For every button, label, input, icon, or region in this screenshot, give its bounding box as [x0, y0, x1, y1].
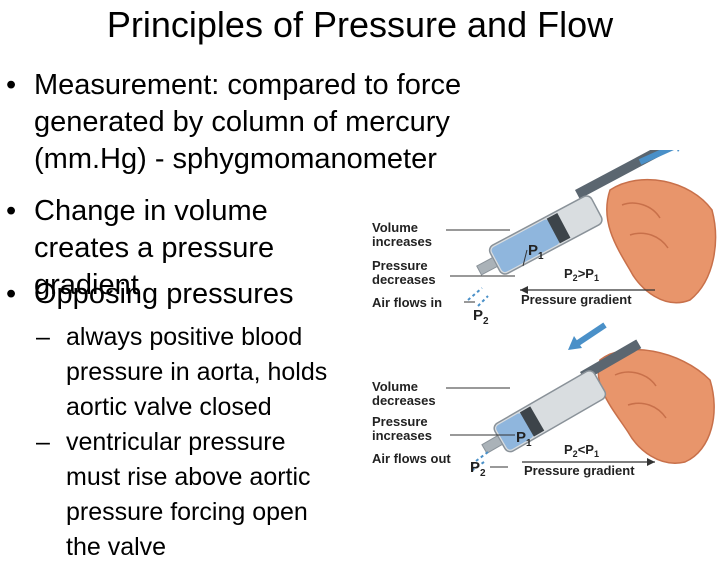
bullet-line: (mm.Hg) - sphygmomanometer — [34, 143, 437, 175]
bullet-marker: • — [6, 195, 17, 227]
gradient-arrowhead-icon — [520, 286, 528, 294]
label-relation: P2<P1 — [564, 442, 599, 459]
subbullet-line: must rise above aortic — [66, 463, 311, 491]
bottom-syringe: Volume decreases Pressure increases Air … — [372, 322, 715, 479]
subbullet-aorta: – always positive blood pressure in aort… — [36, 320, 328, 425]
bullet-line: Change in volume — [34, 195, 268, 227]
arrowhead-icon — [677, 150, 680, 152]
slide-title: Principles of Pressure and Flow — [106, 4, 614, 45]
label-volume: Volume — [372, 220, 418, 235]
push-arrow-icon — [573, 322, 607, 348]
subbullet-ventricle: – ventricular pressure must rise above a… — [36, 425, 311, 565]
subbullet-line: the valve — [66, 533, 167, 561]
leader-line — [522, 249, 528, 267]
label-volume: Volume — [372, 379, 418, 394]
subbullet-marker: – — [36, 323, 50, 351]
bullet-line: Measurement: compared to force — [34, 69, 462, 101]
subbullet-line: pressure in aorta, holds — [66, 358, 328, 386]
top-syringe: Volume increases Pressure decreases Air … — [372, 150, 717, 327]
subbullet-line: always positive blood — [66, 323, 303, 351]
label-gradient: Pressure gradient — [524, 463, 635, 478]
bullet-change-in-volume: • Change in volume creates a pressure gr… — [6, 193, 275, 304]
bullet-line: gradient — [34, 269, 139, 301]
bullet-line: generated by column of mercury — [34, 106, 450, 138]
label-p1: P1 — [528, 242, 544, 262]
hand-icon — [597, 348, 715, 464]
subbullet-line: aortic valve closed — [66, 393, 272, 421]
label-gradient: Pressure gradient — [521, 292, 632, 307]
label-p1: P1 — [516, 429, 532, 449]
syringe-barrel — [476, 195, 603, 276]
arrowhead-icon — [568, 336, 582, 350]
bullet-marker: • — [6, 278, 17, 310]
subbullet-marker: – — [36, 428, 50, 456]
bullet-marker: • — [6, 69, 17, 101]
label-pressure-change: increases — [372, 428, 432, 443]
finger-crease — [629, 232, 669, 249]
plunger-rod — [580, 339, 642, 381]
cover-box — [460, 150, 610, 162]
syringe-barrel — [481, 370, 607, 455]
label-pressure: Pressure — [372, 414, 428, 429]
label-p2: P2 — [473, 307, 489, 327]
label-pressure: Pressure — [372, 258, 428, 273]
pull-arrow-icon — [638, 150, 674, 165]
airflow-in-icon — [477, 295, 489, 307]
bullet-opposing-pressures: • Opposing pressures — [6, 276, 294, 313]
label-volume-change: decreases — [372, 393, 436, 408]
airflow-in-icon — [467, 287, 483, 301]
subbullet-line: ventricular pressure — [66, 428, 286, 456]
syringe-figure: Volume increases Pressure decreases Air … — [372, 150, 717, 479]
finger-crease — [627, 402, 667, 419]
label-air-flow: Air flows out — [372, 451, 451, 466]
finger-crease — [621, 202, 661, 219]
label-p2: P2 — [470, 459, 486, 479]
label-air-flow: Air flows in — [372, 295, 442, 310]
label-volume-change: increases — [372, 234, 432, 249]
airflow-out-icon — [469, 461, 485, 473]
finger-crease — [614, 371, 657, 387]
bullet-list: • Measurement: compared to force generat… — [6, 67, 462, 561]
bullet-line: creates a pressure — [34, 232, 275, 264]
label-relation: P2>P1 — [564, 266, 599, 283]
bullet-line: Opposing pressures — [34, 278, 294, 310]
subbullet-line: pressure forcing open — [66, 498, 308, 526]
label-pressure-change: decreases — [372, 272, 436, 287]
gradient-arrowhead-icon — [647, 458, 655, 466]
plunger-rod — [575, 150, 677, 199]
bullet-measurement: • Measurement: compared to force generat… — [6, 67, 462, 178]
